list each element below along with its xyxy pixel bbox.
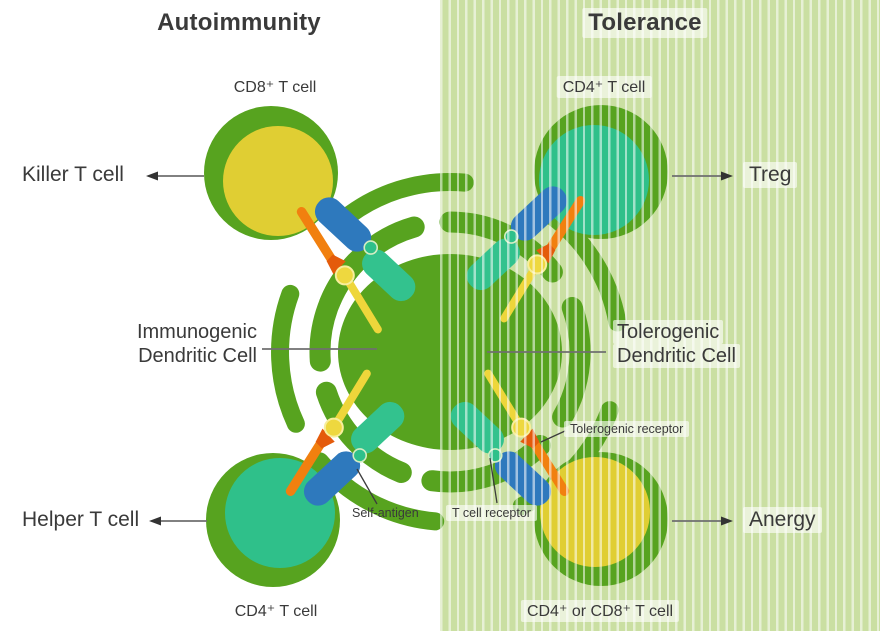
arrow-treg (672, 171, 733, 181)
label-cd8-t-cell-top-left: CD8⁺ T cell (233, 79, 317, 96)
label-cd4-t-cell-bottom-left: CD4⁺ T cell (234, 603, 318, 620)
pointer-t-cell-receptor (489, 457, 498, 504)
arrow-helper-t-cell (149, 516, 207, 526)
section-title-tolerance: Tolerance (582, 8, 708, 38)
arrow-anergy (672, 516, 733, 526)
section-title-autoimmunity: Autoimmunity (157, 9, 321, 36)
label-anergy: Anergy (743, 507, 822, 533)
label-tolerogenic-receptor: Tolerogenic receptor (564, 421, 690, 437)
label-t-cell-receptor: T cell receptor (446, 505, 537, 521)
label-immunogenic-dendritic-cell: Immunogenic Dendritic Cell (137, 320, 257, 368)
label-tolerogenic-dendritic-cell: Tolerogenic Dendritic Cell (613, 320, 740, 368)
label-treg: Treg (743, 162, 798, 188)
label-cd4-t-cell-top-right: CD4⁺ T cell (556, 76, 652, 98)
t-cell-cd8-top-left (204, 106, 338, 240)
label-line: Immunogenic (136, 321, 257, 343)
pointer-self-antigen (356, 468, 378, 505)
label-self-antigen: Self-antigen (352, 506, 419, 520)
t-cell-cytoplasm (223, 126, 333, 236)
label-helper-t-cell: Helper T cell (22, 508, 140, 531)
arrow-killer-t-cell (146, 171, 204, 181)
label-line: Dendritic Cell (138, 345, 257, 367)
label-cd4-cd8-t-cell-bottom-right: CD4⁺ or CD8⁺ T cell (520, 600, 680, 622)
pointer-tolerogenic-receptor (540, 430, 566, 443)
label-line: Dendritic Cell (613, 344, 740, 368)
tentacle (271, 284, 305, 433)
label-line: Tolerogenic (613, 320, 724, 344)
label-killer-t-cell: Killer T cell (22, 163, 124, 186)
